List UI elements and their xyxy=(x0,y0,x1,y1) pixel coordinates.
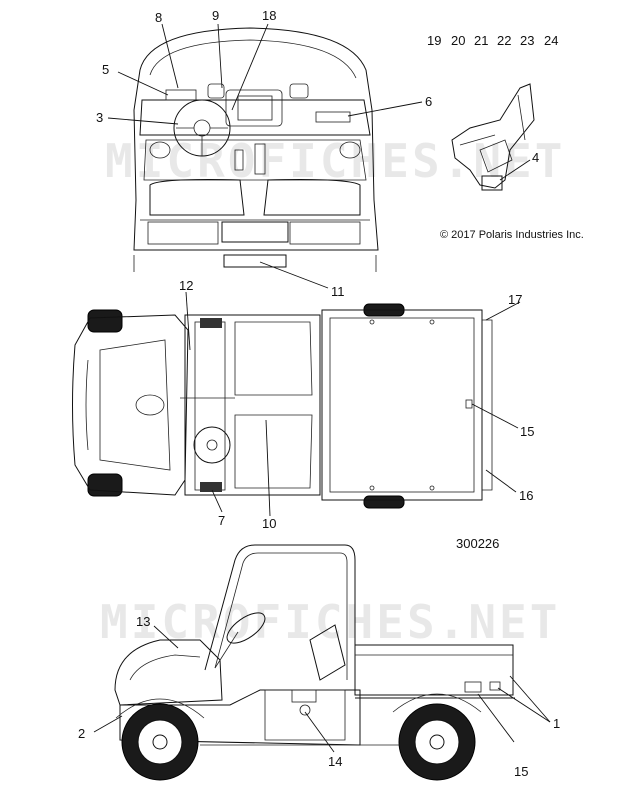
callout-10: 10 xyxy=(262,516,276,531)
callout-21: 21 xyxy=(474,33,488,48)
figure-number: 300226 xyxy=(456,536,499,551)
callout-9: 9 xyxy=(212,8,219,23)
callout-23: 23 xyxy=(520,33,534,48)
callout-7: 7 xyxy=(218,513,225,528)
callout-12: 12 xyxy=(179,278,193,293)
callout-18: 18 xyxy=(262,8,276,23)
callout-8: 8 xyxy=(155,10,162,25)
callout-11: 11 xyxy=(331,284,345,299)
callout-14: 14 xyxy=(328,754,342,769)
callout-16: 16 xyxy=(519,488,533,503)
side-view-illustration xyxy=(114,544,515,781)
copyright-notice: © 2017 Polaris Industries Inc. xyxy=(440,229,584,241)
callout-19: 19 xyxy=(427,33,441,48)
callout-24: 24 xyxy=(544,33,558,48)
watermark-bottom: MICROFICHES.NET xyxy=(100,595,560,649)
callout-15-bottom: 15 xyxy=(514,764,528,779)
bracket-illustration xyxy=(451,83,535,191)
callout-17: 17 xyxy=(508,292,522,307)
callout-4: 4 xyxy=(532,150,539,165)
callout-2: 2 xyxy=(78,726,85,741)
callout-22: 22 xyxy=(497,33,511,48)
callout-3: 3 xyxy=(96,110,103,125)
callout-1: 1 xyxy=(553,716,560,731)
callout-20: 20 xyxy=(451,33,465,48)
callout-15-top: 15 xyxy=(520,424,534,439)
leader-lines xyxy=(93,23,551,753)
top-view-illustration xyxy=(72,303,493,509)
dash-view-illustration xyxy=(133,27,379,272)
callout-13: 13 xyxy=(136,614,150,629)
callout-5: 5 xyxy=(102,62,109,77)
callout-6: 6 xyxy=(425,94,432,109)
callout-labels: 8 9 18 5 3 6 4 19 20 21 22 23 24 © 2017 … xyxy=(78,8,584,779)
watermark-top: MICROFICHES.NET xyxy=(105,134,565,188)
